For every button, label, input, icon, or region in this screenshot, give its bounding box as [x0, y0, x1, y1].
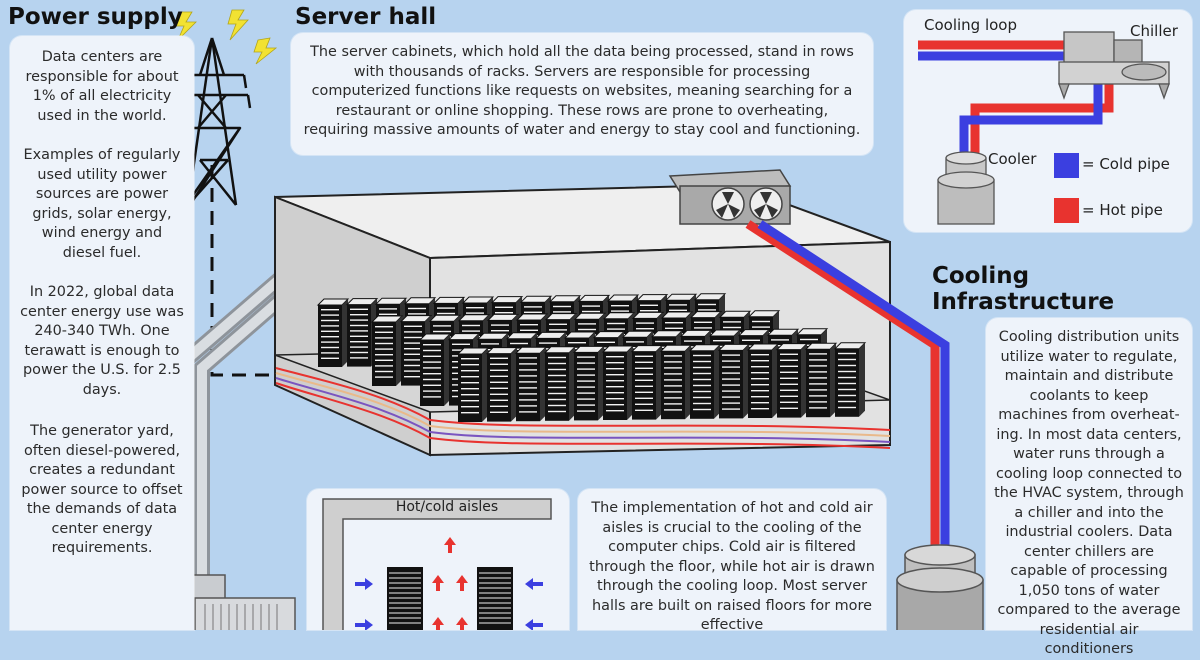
legend-panel: Cooling loop Chiller Cooler = Cold pipe …: [904, 10, 1192, 232]
power-title: Power supply: [8, 4, 183, 30]
main-pipes: [745, 220, 950, 560]
server-panel: The server cabinets, which hold all the …: [291, 33, 873, 155]
power-paragraph-1: Data centers are responsible for about 1…: [25, 49, 179, 124]
chiller-icon: [1058, 31, 1170, 100]
illustration: [49, 9, 984, 630]
hot-pipe-label: = Hot pipe: [1082, 201, 1163, 219]
server-racks: [316, 293, 867, 422]
aisles-panel: Hot/cold aisles: [307, 489, 569, 630]
hot-pipe-swatch: [1054, 198, 1079, 223]
cooling-text: Cooling distribution units utilize water…: [994, 329, 1184, 657]
aisles-text: The implementation of hot and cold air a…: [589, 500, 875, 633]
chiller-label: Chiller: [1130, 22, 1178, 40]
aisles-diagram: [322, 498, 552, 630]
cooler-label: Cooler: [988, 150, 1037, 168]
hot-air-arrows: [432, 537, 468, 630]
aisles-diagram-label: Hot/cold aisles: [395, 499, 499, 515]
power-line-dashed: [210, 165, 272, 377]
power-paragraph-2: Examples of regularly used utility power…: [23, 147, 181, 261]
cooler-icon: [937, 151, 995, 225]
cold-pipe-label: = Cold pipe: [1082, 155, 1170, 173]
bottom-cooler: [896, 544, 984, 630]
aisles-text-panel: The implementation of hot and cold air a…: [578, 489, 886, 633]
cold-pipe-swatch: [1054, 153, 1079, 178]
cooling-title: Cooling Infrastructure: [932, 263, 1115, 315]
server-title: Server hall: [295, 4, 437, 30]
cooling-loop-label: Cooling loop: [924, 16, 1018, 34]
cold-air-arrows: [355, 578, 543, 630]
cooling-panel: Cooling distribution units utilize water…: [986, 318, 1192, 657]
fan-icon: [716, 192, 778, 218]
server-text: The server cabinets, which hold all the …: [303, 44, 861, 138]
cooling-unit: [668, 169, 792, 225]
power-paragraph-4: The generator yard, often diesel-powered…: [21, 423, 183, 556]
power-paragraph-3: In 2022, global data center energy use w…: [20, 284, 184, 398]
cooling-loop-diagram: [918, 31, 1170, 225]
power-panel: Data centers are responsible for about 1…: [10, 36, 194, 630]
